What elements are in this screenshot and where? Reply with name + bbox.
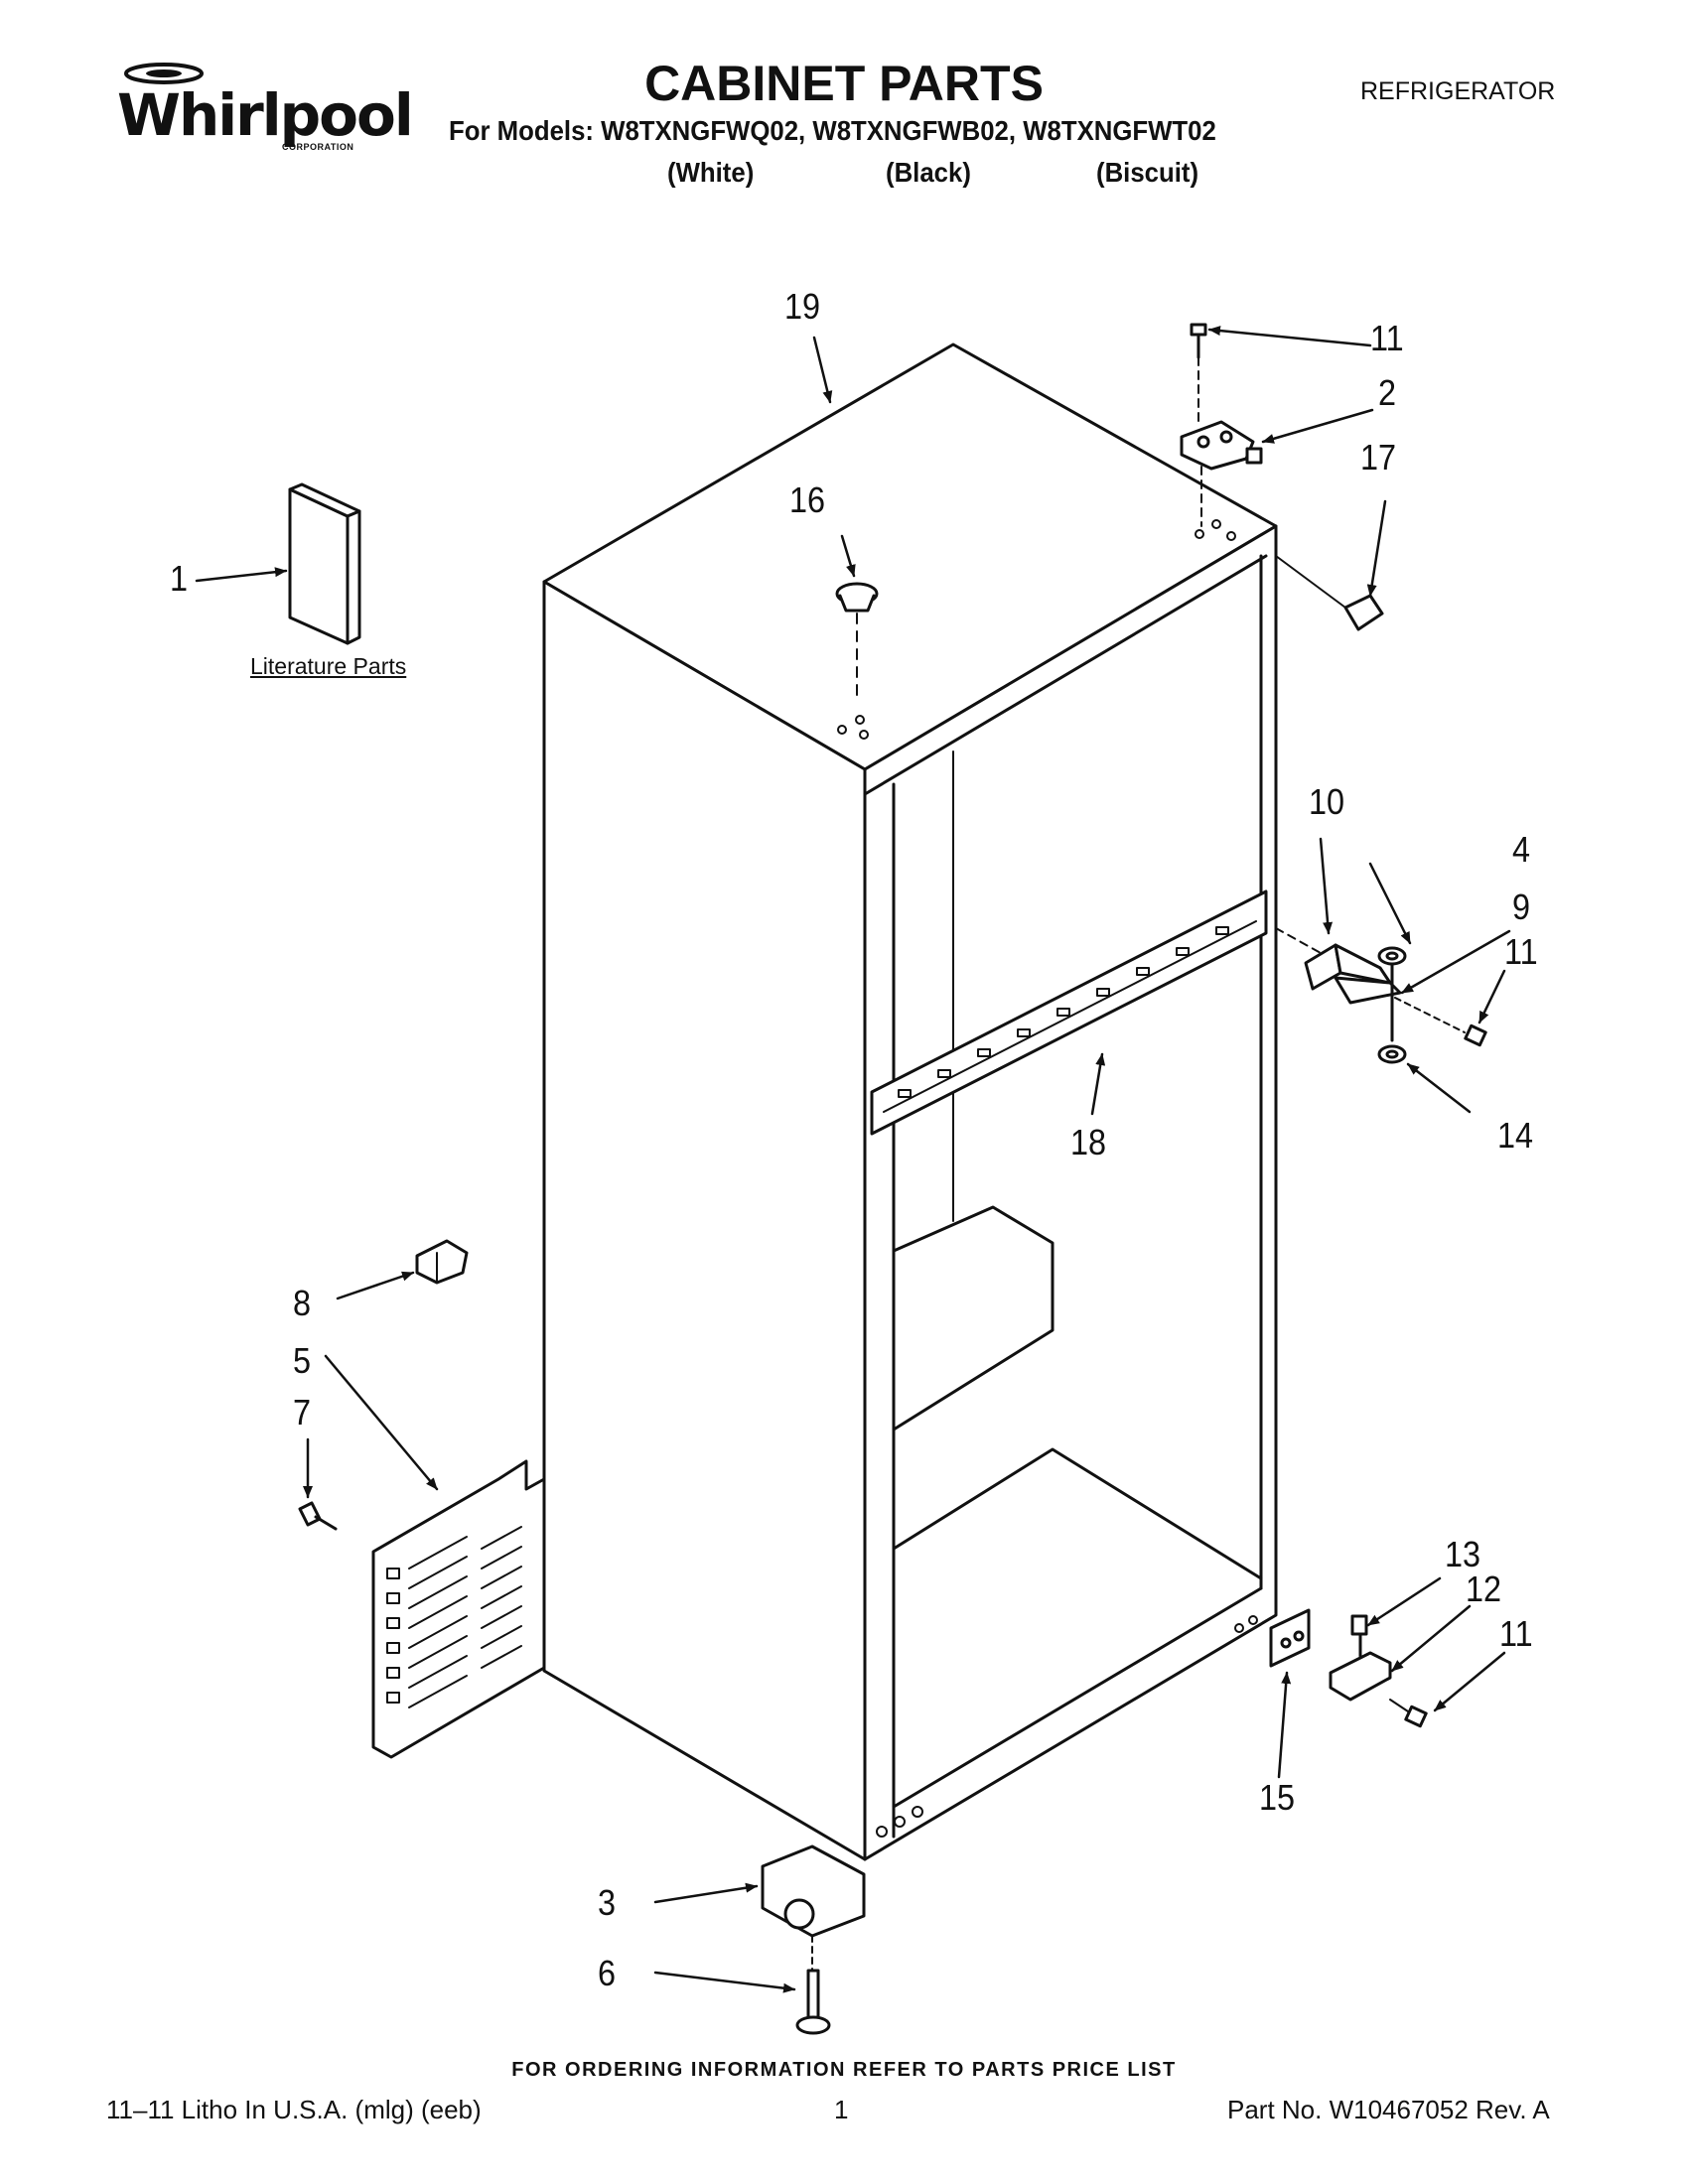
- brand-sub: CORPORATION: [282, 142, 354, 152]
- litho-info: 11–11 Litho In U.S.A. (mlg) (eeb): [106, 2095, 482, 2124]
- callout-7: 7: [293, 1392, 312, 1433]
- hinge-washer-top: [1377, 946, 1407, 966]
- page-title: CABINET PARTS: [644, 56, 1044, 111]
- callout-10: 10: [1309, 781, 1345, 822]
- hinge-screw-center: [1394, 997, 1487, 1047]
- callout-2: 2: [1378, 372, 1397, 413]
- part-number: Part No. W10467052 Rev. A: [1227, 2095, 1550, 2124]
- variant-black: (Black): [886, 157, 971, 188]
- top-hinge: [1180, 420, 1263, 527]
- callout-arrows: [195, 326, 1511, 1993]
- hinge-pin: [1350, 1614, 1368, 1636]
- grille-screw: [298, 1501, 338, 1531]
- callout-9: 9: [1512, 887, 1531, 927]
- appliance-category: REFRIGERATOR: [1360, 77, 1556, 105]
- toe-grille: [371, 1459, 546, 1759]
- center-hinge: [1275, 927, 1402, 1042]
- swirl-icon: [124, 63, 204, 84]
- callout-16: 16: [789, 479, 826, 520]
- callout-4: 4: [1512, 829, 1531, 870]
- hinge-screw-top: [1190, 323, 1207, 428]
- callout-11-bottom: 11: [1499, 1613, 1533, 1654]
- top-plug: [835, 582, 879, 696]
- callout-8: 8: [293, 1283, 312, 1323]
- callout-19: 19: [784, 286, 821, 327]
- leveling-leg: [795, 1969, 831, 2035]
- cabinet-body: [542, 342, 1278, 1861]
- models-line: For Models: W8TXNGFWQ02, W8TXNGFWB02, W8…: [449, 115, 1216, 146]
- ordering-note: FOR ORDERING INFORMATION REFER TO PARTS …: [511, 2059, 1177, 2081]
- callout-14: 14: [1497, 1115, 1534, 1156]
- callout-5: 5: [293, 1340, 312, 1381]
- bottom-hinge: [1329, 1631, 1392, 1702]
- variant-white: (White): [667, 157, 755, 188]
- callout-12: 12: [1466, 1569, 1502, 1609]
- literature-book: [288, 482, 361, 645]
- callout-3: 3: [598, 1882, 617, 1923]
- page-number: 1: [834, 2095, 849, 2124]
- whirlpool-logo: Whirlpool CORPORATION: [111, 60, 414, 159]
- hinge-cover: [1275, 555, 1384, 631]
- callout-6: 6: [598, 1953, 617, 1993]
- callout-18: 18: [1070, 1122, 1107, 1162]
- variant-biscuit: (Biscuit): [1096, 157, 1199, 188]
- grille-clip: [415, 1239, 469, 1285]
- callout-1: 1: [170, 558, 189, 599]
- hinge-screw-bottom: [1389, 1699, 1428, 1728]
- hinge-washer-bottom: [1377, 1044, 1407, 1064]
- literature-parts-label: Literature Parts: [250, 653, 407, 679]
- bottom-hinge-shim: [1269, 1608, 1311, 1668]
- callout-11-top: 11: [1370, 318, 1404, 358]
- callout-15: 15: [1259, 1777, 1296, 1818]
- brand-name: Whirlpool: [117, 81, 414, 149]
- callout-17: 17: [1360, 437, 1397, 478]
- callout-11-center: 11: [1504, 931, 1538, 972]
- callout-13: 13: [1445, 1534, 1481, 1574]
- rear-roller: [761, 1844, 866, 1977]
